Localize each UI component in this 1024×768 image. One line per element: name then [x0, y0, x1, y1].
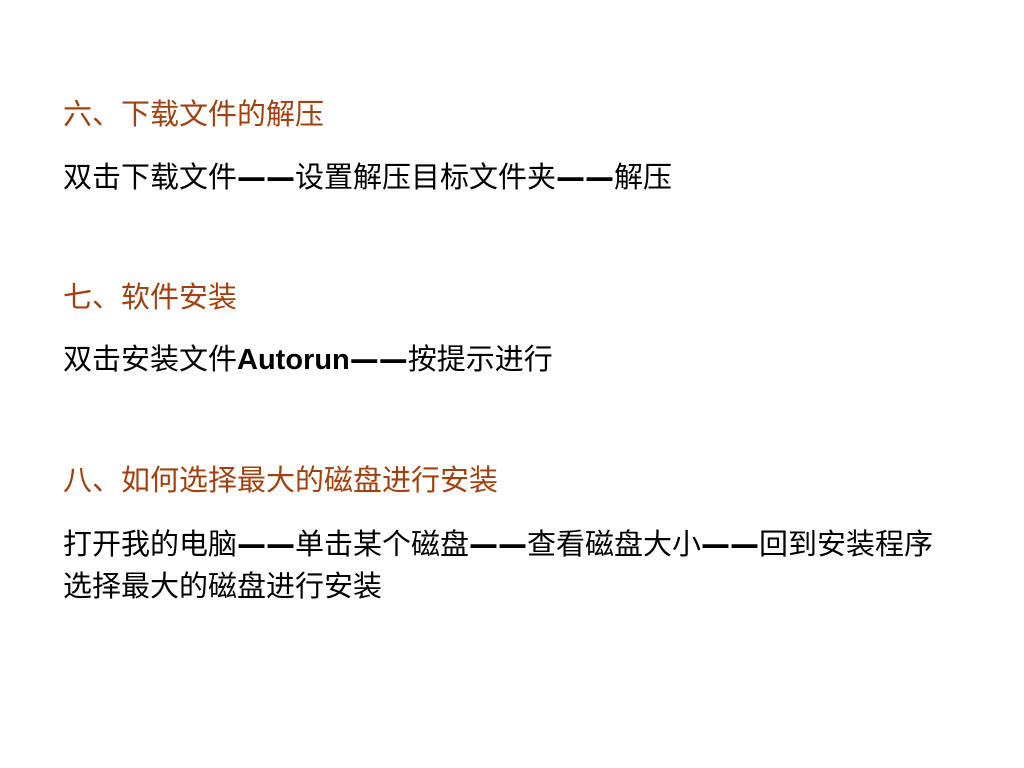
section-heading-download-extract: 六、下载文件的解压: [63, 97, 325, 131]
step-text: 双击下载文件: [63, 160, 238, 194]
step-text: 按提示进行: [407, 342, 553, 376]
section-heading-software-install: 七、软件安装: [63, 280, 238, 314]
section-body-software-install: 双击安装文件Autorun——按提示进行: [63, 338, 553, 381]
step-separator: ——: [469, 527, 528, 561]
step-text: 查看磁盘大小: [527, 527, 702, 561]
step-text: 回到安装程序选择最大的磁盘进行安装: [63, 527, 934, 603]
section-body-choose-largest-disk: 打开我的电脑——单击某个磁盘——查看磁盘大小——回到安装程序选择最大的磁盘进行安…: [63, 523, 943, 607]
step-text: 设置解压目标文件夹: [295, 160, 557, 194]
step-text: 解压: [614, 160, 673, 194]
step-separator: ——: [237, 527, 296, 561]
section-heading-choose-largest-disk: 八、如何选择最大的磁盘进行安装: [63, 463, 499, 497]
step-separator: ——: [556, 160, 615, 194]
step-separator: ——: [237, 160, 296, 194]
section-body-download-extract: 双击下载文件——设置解压目标文件夹——解压: [63, 156, 672, 198]
step-text: 单击某个磁盘: [295, 527, 470, 561]
step-text: 打开我的电脑: [63, 527, 238, 561]
step-separator: ——: [349, 342, 408, 376]
step-separator: ——: [701, 527, 760, 561]
step-text: 双击安装文件: [63, 342, 238, 376]
autorun-filename: Autorun: [237, 344, 350, 376]
